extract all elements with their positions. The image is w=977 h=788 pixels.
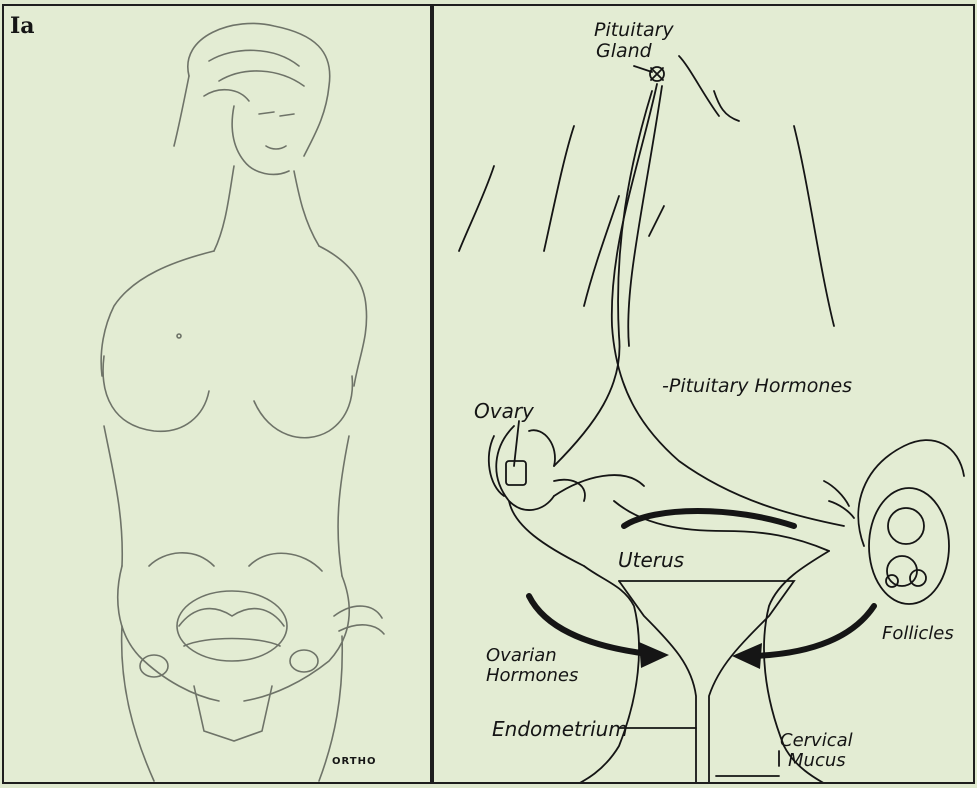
female-figure-illustration: Ia ORTHO: [2, 4, 432, 784]
ovary-label: Ovary: [474, 400, 534, 422]
follicles-label: Follicles: [882, 624, 954, 644]
reproductive-diagram: Pituitary Gland -Pituitary Hormones Ovar…: [432, 4, 975, 784]
ovarian-label-line2: Hormones: [486, 666, 578, 686]
ortho-credit: ORTHO: [332, 756, 376, 767]
pituitary-label-line1: Pituitary: [594, 20, 674, 41]
endometrium-label: Endometrium: [492, 718, 628, 740]
ovarian-label-line1: Ovarian: [486, 646, 578, 666]
panel-id-label: Ia: [10, 14, 35, 38]
cervical-mucus-label: Cervical Mucus: [780, 731, 853, 771]
pituitary-label-line2: Gland: [596, 41, 674, 62]
cervical-label-line2: Mucus: [788, 751, 853, 771]
cervical-label-line1: Cervical: [780, 731, 853, 751]
ovarian-hormones-label: Ovarian Hormones: [486, 646, 578, 686]
uterus-label: Uterus: [618, 549, 684, 571]
pituitary-hormones-label: -Pituitary Hormones: [662, 376, 852, 397]
female-figure-sketch: [4, 6, 432, 784]
pituitary-gland-label: Pituitary Gland: [594, 20, 674, 62]
